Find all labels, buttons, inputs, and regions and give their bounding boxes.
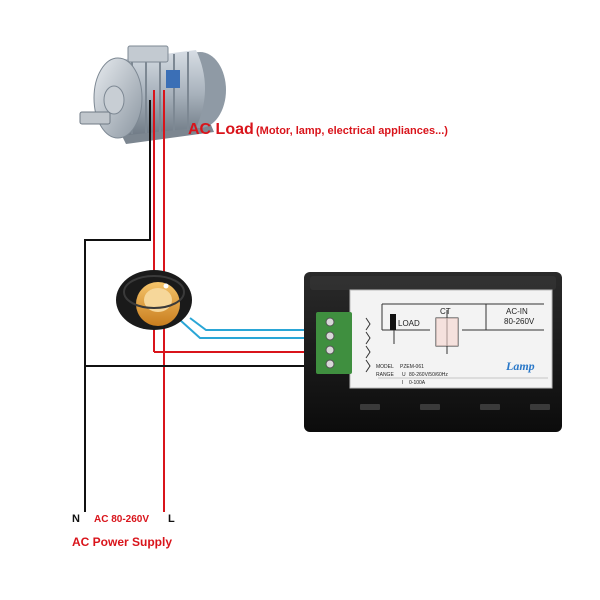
meter-i-value: 0-100A — [409, 380, 426, 386]
meter-range-label: RANGE — [376, 372, 394, 378]
meter-u-label: U — [402, 372, 406, 378]
ct-signal-wire-2 — [179, 319, 318, 339]
load-subtitle: (Motor, lamp, electrical appliances...) — [256, 125, 448, 137]
meter-acin-range: 80-260V — [504, 317, 535, 326]
meter-brand-logo: Lamp — [505, 359, 535, 373]
supply-live-label: L — [168, 513, 175, 525]
supply-voltage-label: AC 80-260V — [94, 514, 149, 525]
supply-title: AC Power Supply — [72, 535, 172, 549]
load-title: AC Load — [188, 121, 254, 138]
meter-u-value: 80-260V/50/60Hz — [409, 372, 448, 378]
meter-load-label: LOAD — [398, 319, 420, 328]
meter-i-label: I — [402, 380, 403, 386]
meter-ct-label: CT — [440, 307, 451, 316]
neutral-wire — [84, 100, 151, 512]
ct-signal-wire-1 — [189, 317, 318, 331]
current-transformer-icon — [116, 270, 192, 330]
meter-model-value: PZEM-061 — [400, 364, 424, 370]
supply-neutral-label: N — [72, 513, 80, 525]
meter-acin-label: AC-IN — [506, 307, 528, 316]
electric-motor-icon — [79, 45, 226, 144]
meter-model-label: MODEL — [376, 364, 394, 370]
power-meter-icon — [304, 272, 562, 432]
